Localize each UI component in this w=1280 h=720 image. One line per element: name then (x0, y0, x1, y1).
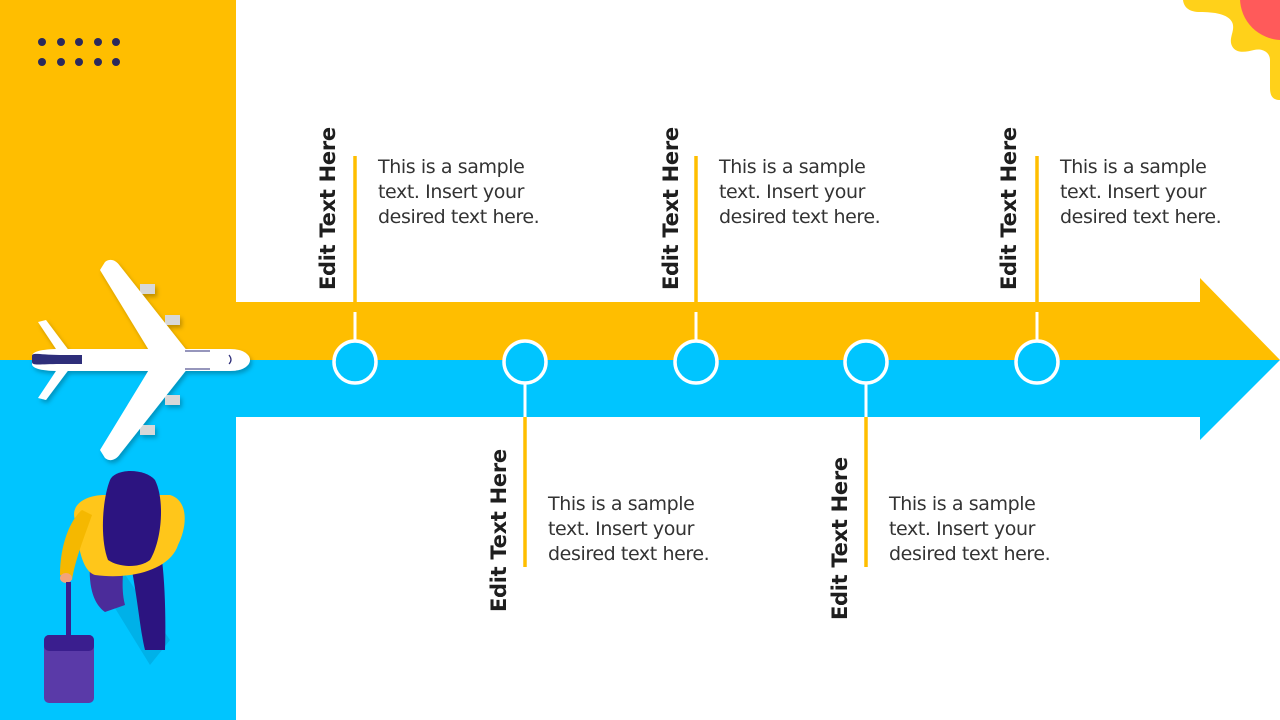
milestone-5-line-2: text. Insert your (1060, 181, 1207, 203)
milestone-marker-3 (673, 339, 719, 385)
dot-grid-decoration (38, 38, 122, 68)
milestone-4-line-3: desired text here. (889, 543, 1051, 565)
dot-icon (112, 38, 120, 46)
dot-icon (75, 58, 83, 66)
milestone-5-line-3: desired text here. (1060, 206, 1222, 228)
milestone-marker-5 (1014, 339, 1060, 385)
dot-icon (75, 38, 83, 46)
milestone-5-title: Edit Text Here (997, 127, 1021, 290)
milestone-3-line-1: This is a sample (719, 156, 866, 178)
milestone-3-line-2: text. Insert your (719, 181, 866, 203)
airplane-icon (32, 259, 250, 461)
milestone-4-title: Edit Text Here (828, 457, 852, 620)
milestone-5-line-1: This is a sample (1060, 156, 1207, 178)
milestone-2-title: Edit Text Here (487, 449, 511, 612)
milestone-3-line-3: desired text here. (719, 206, 881, 228)
milestone-1-description: This is a sample text. Insert your desir… (378, 155, 568, 230)
milestone-marker-2 (502, 339, 548, 385)
milestone-1-line-3: desired text here. (378, 206, 540, 228)
milestone-1-line-2: text. Insert your (378, 181, 525, 203)
milestone-5-description: This is a sample text. Insert your desir… (1060, 155, 1250, 230)
milestone-1-line-1: This is a sample (378, 156, 525, 178)
milestone-2-description: This is a sample text. Insert your desir… (548, 492, 738, 567)
traveler-with-suitcase-illustration (44, 471, 185, 703)
milestone-1-title: Edit Text Here (316, 127, 340, 290)
milestone-4-line-1: This is a sample (889, 493, 1036, 515)
dot-icon (38, 38, 46, 46)
milestone-3-description: This is a sample text. Insert your desir… (719, 155, 909, 230)
dot-icon (38, 58, 46, 66)
dot-icon (93, 38, 102, 46)
dot-icon (112, 58, 120, 66)
milestone-2-line-2: text. Insert your (548, 518, 695, 540)
milestone-3-title: Edit Text Here (659, 127, 683, 290)
dot-icon (56, 38, 65, 46)
milestone-2-line-3: desired text here. (548, 543, 710, 565)
dot-icon (56, 58, 65, 66)
milestone-2-line-1: This is a sample (548, 493, 695, 515)
dot-icon (93, 58, 102, 66)
milestone-marker-4 (843, 339, 889, 385)
milestone-4-description: This is a sample text. Insert your desir… (889, 492, 1079, 567)
milestone-marker-1 (332, 339, 378, 385)
connector-lines (353, 156, 1039, 567)
milestone-4-line-2: text. Insert your (889, 518, 1036, 540)
